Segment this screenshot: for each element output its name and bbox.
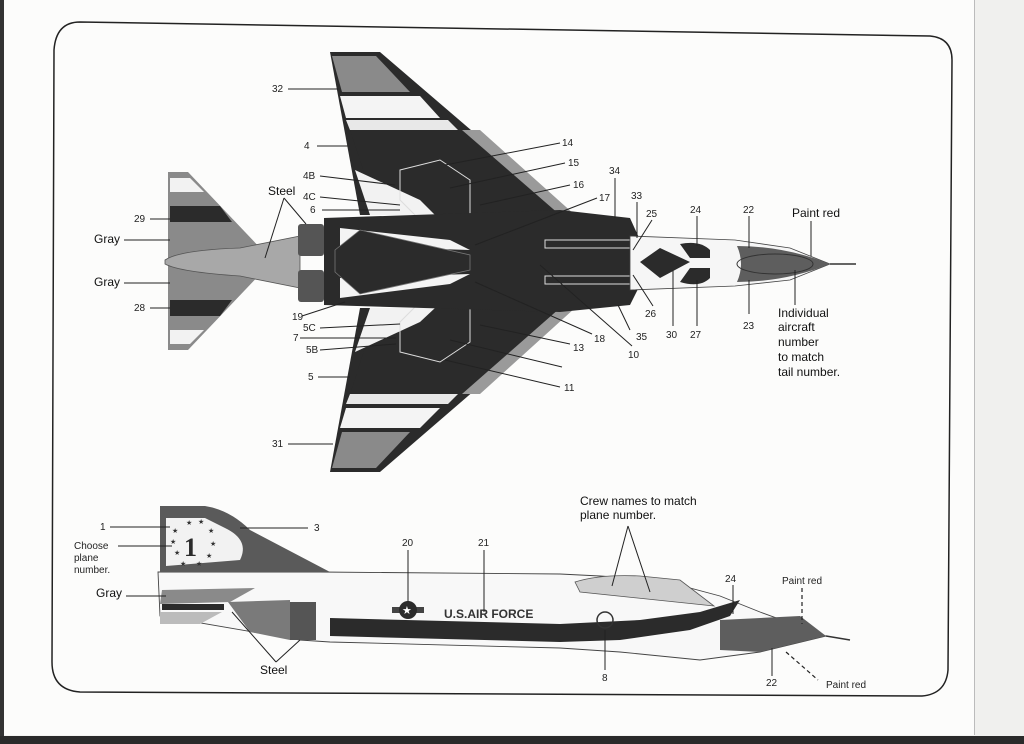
callout-31: 31 <box>272 439 284 450</box>
svg-text:★: ★ <box>402 604 412 617</box>
thunderbird-emblem <box>596 611 614 629</box>
lower-wing <box>330 301 575 472</box>
callout-7: 7 <box>293 333 299 344</box>
callout-23: 23 <box>743 321 755 332</box>
side-view: 1 ★★★ ★★★ ★★★★ ★ U.S.AIR FORCE 1 3 Cho <box>74 494 866 691</box>
callout-13: 13 <box>573 343 585 354</box>
diagram-frame <box>51 21 953 697</box>
note-paint-red-side-top: Paint red <box>782 576 822 587</box>
upper-wing <box>330 52 575 221</box>
svg-text:★: ★ <box>170 538 176 546</box>
scan-right-margin <box>975 0 1024 736</box>
scan-bottom-edge <box>0 736 1024 744</box>
callout-32: 32 <box>272 84 284 95</box>
top-view: 32 4 4B 4C 6 29 Gray Gray 28 Steel 19 5C… <box>94 52 856 472</box>
callout-14: 14 <box>562 138 574 149</box>
callout-27: 27 <box>690 330 702 341</box>
note-paint-red-top: Paint red <box>792 206 840 220</box>
callout-28: 28 <box>134 303 146 314</box>
note-steel-side: Steel <box>260 663 287 677</box>
callout-10: 10 <box>628 350 640 361</box>
engine-nozzle-upper <box>298 224 324 256</box>
callout-6: 6 <box>310 205 316 216</box>
note-steel-top: Steel <box>268 184 295 198</box>
usaf-fuselage-text: U.S.AIR FORCE <box>444 607 533 621</box>
svg-text:★: ★ <box>198 518 204 526</box>
callout-11: 11 <box>564 383 575 394</box>
callout-16: 16 <box>573 180 585 191</box>
roundel-insignia: ★ <box>392 601 424 619</box>
side-engine-nozzle <box>290 602 316 640</box>
callout-24-top: 24 <box>690 205 702 216</box>
callout-35: 35 <box>636 332 648 343</box>
callout-21: 21 <box>478 538 490 549</box>
callout-20: 20 <box>402 538 414 549</box>
callout-4c: 4C <box>303 192 316 203</box>
callout-4: 4 <box>304 141 310 152</box>
svg-text:★: ★ <box>172 527 178 535</box>
svg-text:★: ★ <box>186 519 192 527</box>
callout-17: 17 <box>599 193 611 204</box>
callout-8: 8 <box>602 673 608 684</box>
canopy <box>574 575 716 607</box>
svg-text:★: ★ <box>210 540 216 548</box>
svg-text:★: ★ <box>208 527 214 535</box>
callout-34: 34 <box>609 166 621 177</box>
callout-3: 3 <box>314 523 320 534</box>
svg-text:★: ★ <box>180 560 186 568</box>
note-choose-number: Choose plane number. <box>74 541 111 576</box>
note-individual-number: Individual aircraft number to match tail… <box>778 306 840 379</box>
note-paint-red-side-bottom: Paint red <box>826 680 866 691</box>
scan-left-edge <box>0 0 4 744</box>
note-crew-names: Crew names to match plane number. <box>580 494 700 522</box>
nose-radome-red <box>737 246 830 282</box>
callout-5: 5 <box>308 372 314 383</box>
engine-nozzle-lower <box>298 270 324 302</box>
tail-number: 1 <box>184 533 197 562</box>
svg-text:★: ★ <box>174 549 180 557</box>
callout-22-top: 22 <box>743 205 755 216</box>
callout-22-side: 22 <box>766 678 778 689</box>
callout-19: 19 <box>292 312 304 323</box>
note-gray-lower: Gray <box>94 275 120 289</box>
callout-18: 18 <box>594 334 606 345</box>
callout-1: 1 <box>100 522 106 533</box>
note-gray-side: Gray <box>96 586 122 600</box>
callout-25: 25 <box>646 209 658 220</box>
callout-33: 33 <box>631 191 643 202</box>
callout-29: 29 <box>134 214 146 225</box>
svg-text:★: ★ <box>196 560 202 568</box>
callout-30: 30 <box>666 330 678 341</box>
side-engine <box>228 600 290 640</box>
callout-15: 15 <box>568 158 580 169</box>
callout-4b: 4B <box>303 171 316 182</box>
horizontal-stabilizer <box>168 172 264 350</box>
side-swoosh <box>330 600 740 642</box>
side-stabilizer <box>160 588 255 604</box>
callout-5b: 5B <box>306 345 319 356</box>
tail-stars: ★★★ ★★★ ★★★★ <box>170 518 216 568</box>
callout-5c: 5C <box>303 323 316 334</box>
svg-text:★: ★ <box>206 552 212 560</box>
callout-24-side: 24 <box>725 574 737 585</box>
callout-26: 26 <box>645 309 657 320</box>
note-gray-upper: Gray <box>94 232 120 246</box>
